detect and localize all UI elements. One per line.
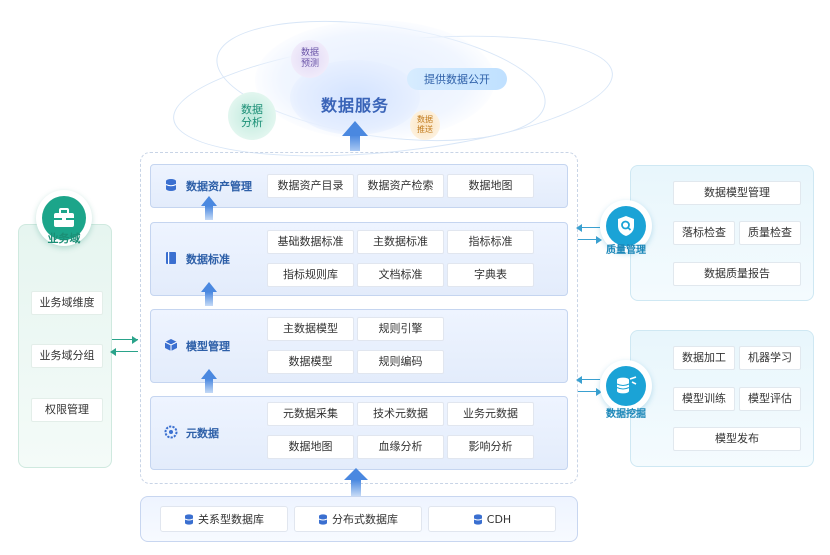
database-icon: [165, 179, 177, 191]
bubble-analysis-label: 数据分析: [241, 103, 263, 129]
layer-title: 模型管理: [186, 340, 230, 353]
database-mining-icon: [616, 376, 637, 394]
quality-title: 质量管理: [606, 245, 646, 256]
standard-chip[interactable]: 文档标准: [357, 263, 444, 287]
shield-search-icon: [618, 216, 634, 236]
quality-connector: [578, 239, 600, 240]
arrow-right-icon: [596, 388, 602, 396]
database-icon: [473, 513, 483, 525]
bubble-push-label: 数据推送: [417, 115, 433, 134]
arrow-left-icon: [576, 376, 582, 384]
left-connector: [112, 351, 138, 352]
asset-chip[interactable]: 数据资产检索: [357, 174, 444, 198]
service-arrow-icon: [342, 121, 368, 136]
mining-connector: [578, 391, 600, 392]
meta-chip[interactable]: 血缘分析: [357, 435, 444, 459]
meta-chip[interactable]: 元数据采集: [267, 402, 354, 426]
cube-icon: [164, 339, 178, 351]
layer-title: 数据资产管理: [186, 180, 252, 193]
layer-title: 数据标准: [186, 253, 230, 266]
arrow-left-icon: [576, 224, 582, 232]
model-chip[interactable]: 数据模型: [267, 350, 354, 374]
quality-chip[interactable]: 数据模型管理: [673, 181, 801, 205]
mining-title: 数据挖掘: [606, 409, 646, 420]
quality-chip[interactable]: 质量检查: [739, 221, 801, 245]
arrow-left-icon: [110, 348, 116, 356]
quality-connector: [578, 227, 600, 228]
mining-chip[interactable]: 机器学习: [739, 346, 801, 370]
source-chip[interactable]: CDH: [428, 506, 556, 532]
service-title: 数据服务: [320, 96, 389, 115]
layer-arrow-stem: [205, 206, 213, 220]
standard-chip[interactable]: 指标规则库: [267, 263, 354, 287]
bubble-predict-label: 数据预测: [300, 48, 319, 69]
book-icon: [166, 252, 176, 264]
standard-chip[interactable]: 指标标准: [447, 230, 534, 254]
database-icon: [184, 513, 194, 525]
source-label: 分布式数据库: [332, 513, 398, 526]
model-chip[interactable]: 规则引擎: [357, 317, 444, 341]
layer-arrow-icon: [201, 196, 217, 206]
meta-chip[interactable]: 技术元数据: [357, 402, 444, 426]
mining-chip[interactable]: 模型评估: [739, 387, 801, 411]
bubble-push: 数据推送: [410, 110, 440, 140]
layer-arrow-icon: [201, 369, 217, 379]
standard-chip[interactable]: 字典表: [447, 263, 534, 287]
layer-arrow-icon: [201, 282, 217, 292]
arrow-right-icon: [132, 336, 138, 344]
quality-badge: [600, 200, 652, 252]
layer-arrow-stem: [205, 292, 213, 306]
mining-chip[interactable]: 数据加工: [673, 346, 735, 370]
meta-chip[interactable]: 业务元数据: [447, 402, 534, 426]
layer-arrow-stem: [205, 379, 213, 393]
standard-chip[interactable]: 基础数据标准: [267, 230, 354, 254]
source-chip[interactable]: 关系型数据库: [160, 506, 288, 532]
mining-badge: [600, 360, 652, 412]
bubble-predict: 数据预测: [291, 40, 329, 78]
source-arrow-stem: [351, 480, 361, 496]
quality-chip[interactable]: 落标检查: [673, 221, 735, 245]
business-domain-item[interactable]: 业务域维度: [31, 291, 103, 315]
mining-chip[interactable]: 模型发布: [673, 427, 801, 451]
business-domain-item[interactable]: 业务域分组: [31, 344, 103, 368]
gear-icon: [164, 425, 178, 439]
left-connector: [112, 339, 138, 340]
service-arrow-stem: [350, 135, 360, 151]
briefcase-icon: [54, 208, 74, 227]
mining-chip[interactable]: 模型训练: [673, 387, 735, 411]
standard-chip[interactable]: 主数据标准: [357, 230, 444, 254]
database-icon: [318, 513, 328, 525]
business-domain-badge: [36, 190, 92, 246]
model-chip[interactable]: 主数据模型: [267, 317, 354, 341]
asset-chip[interactable]: 数据资产目录: [267, 174, 354, 198]
layer-title: 元数据: [186, 427, 219, 440]
bubble-analysis: 数据分析: [228, 92, 276, 140]
arrow-right-icon: [596, 236, 602, 244]
source-label: 关系型数据库: [198, 513, 264, 526]
quality-chip[interactable]: 数据质量报告: [673, 262, 801, 286]
source-arrow-icon: [344, 468, 368, 480]
business-domain-item[interactable]: 权限管理: [31, 398, 103, 422]
business-domain-title: 业务域: [47, 232, 81, 245]
mining-connector: [578, 379, 600, 380]
model-chip[interactable]: 规则编码: [357, 350, 444, 374]
source-label: CDH: [486, 512, 512, 526]
meta-chip[interactable]: 数据地图: [267, 435, 354, 459]
asset-chip[interactable]: 数据地图: [447, 174, 534, 198]
meta-chip[interactable]: 影响分析: [447, 435, 534, 459]
source-chip[interactable]: 分布式数据库: [294, 506, 422, 532]
open-data-pill: 提供数据公开: [407, 68, 507, 90]
